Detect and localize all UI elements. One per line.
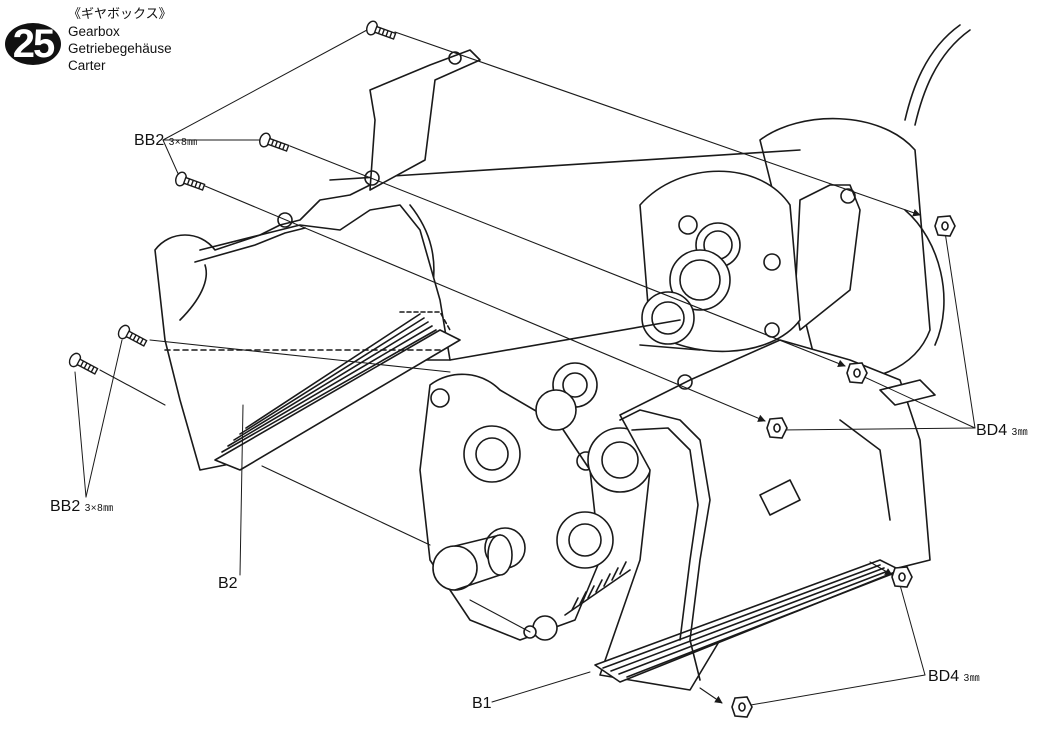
screw-icon	[259, 132, 290, 152]
title-english: Gearbox	[68, 24, 120, 39]
nut-icon	[934, 215, 956, 237]
step-badge-shape	[5, 23, 61, 65]
label-b1: B1	[472, 695, 492, 712]
title-japanese: 《ギヤボックス》	[68, 7, 172, 22]
label-bd4-lower-part: BD4	[928, 668, 960, 685]
screw-icon	[175, 171, 206, 191]
step-number: 25	[12, 22, 56, 66]
label-bd4-right: BD4 3㎜	[976, 422, 1028, 440]
step-number-badge: 25	[4, 22, 62, 66]
side-cover-b2	[154, 204, 461, 471]
screw-icon	[68, 352, 99, 375]
step-title-block: 《ギヤボックス》 Gearbox Getriebegehäuse Carter	[68, 6, 172, 74]
motor-cable	[904, 24, 961, 121]
screw-icon	[366, 20, 397, 40]
adjust-spring	[523, 561, 631, 641]
label-b2: B2	[218, 575, 238, 592]
title-french: Carter	[68, 58, 106, 73]
screw-icon	[117, 324, 148, 347]
leader-lines	[74, 29, 976, 707]
front-gear-cluster	[535, 362, 653, 569]
label-bd4-right-size: 3㎜	[1011, 427, 1029, 438]
upper-bracket	[194, 49, 481, 263]
nut-icon	[846, 362, 868, 384]
label-bb2-upper: BB2 3×8㎜	[134, 132, 198, 150]
label-bd4-right-part: BD4	[976, 422, 1008, 439]
bracket-hole	[840, 188, 856, 204]
guide-lines	[99, 31, 921, 704]
label-bb2-upper-part: BB2	[134, 132, 165, 149]
label-bb2-upper-size: 3×8㎜	[168, 137, 198, 148]
side-cover-b1	[594, 339, 936, 691]
output-shaft	[432, 534, 513, 591]
title-german: Getriebegehäuse	[68, 41, 172, 56]
label-bb2-lower-part: BB2	[50, 498, 81, 515]
nut-icon	[766, 417, 788, 439]
nut-icon	[731, 696, 753, 718]
label-bd4-lower: BD4 3㎜	[928, 668, 980, 686]
label-bb2-lower: BB2 3×8㎜	[50, 498, 114, 516]
screws-bb2	[68, 20, 397, 375]
rear-gear-cluster	[639, 222, 741, 351]
label-bd4-lower-size: 3㎜	[963, 673, 981, 684]
nut-icon	[891, 566, 913, 588]
label-bb2-lower-size: 3×8㎜	[84, 503, 114, 514]
nuts-bd4	[731, 215, 956, 718]
motor-cable-2	[914, 29, 971, 126]
